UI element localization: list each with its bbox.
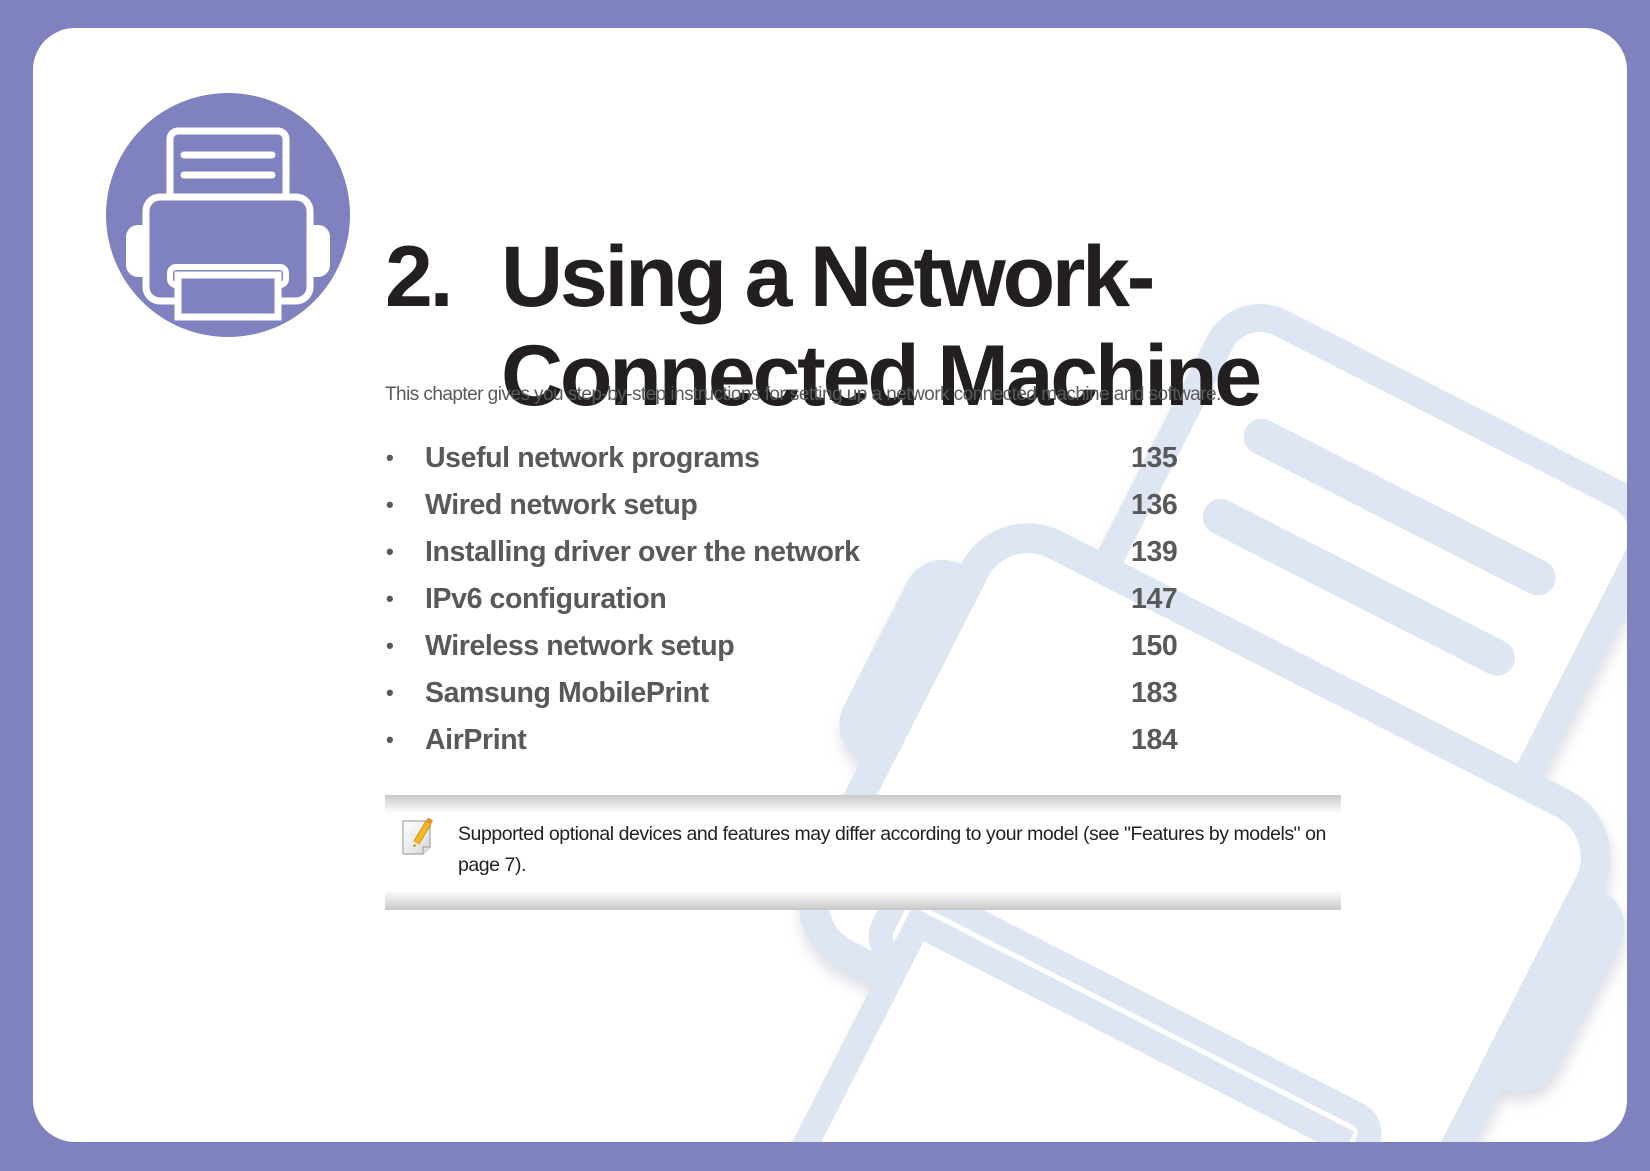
toc-item-page[interactable]: 147 <box>1131 583 1178 615</box>
chapter-title-line-2: Connected Machine <box>501 327 1262 424</box>
toc-item-page[interactable]: 150 <box>1131 630 1178 662</box>
toc-item-ipv6-configuration[interactable]: • IPv6 configuration 147 <box>385 581 1205 628</box>
toc-item-installing-driver[interactable]: • Installing driver over the network 139 <box>385 534 1205 581</box>
toc-item-label[interactable]: AirPrint <box>425 724 527 756</box>
toc-item-label[interactable]: Wired network setup <box>425 489 698 521</box>
chapter-description: This chapter gives you step-by-step inst… <box>385 384 1221 405</box>
toc-item-page[interactable]: 184 <box>1131 724 1178 756</box>
note-box: Supported optional devices and features … <box>385 795 1341 910</box>
note-top-border <box>385 795 1341 815</box>
toc-item-wired-network-setup[interactable]: • Wired network setup 136 <box>385 487 1205 534</box>
note-bottom-border <box>385 890 1341 910</box>
chapter-printer-icon <box>106 93 350 337</box>
toc-item-label[interactable]: Useful network programs <box>425 442 760 474</box>
bullet-icon: • <box>386 680 394 705</box>
note-text: Supported optional devices and features … <box>458 823 1326 876</box>
bullet-icon: • <box>386 492 394 517</box>
toc-item-label[interactable]: Wireless network setup <box>425 630 735 662</box>
note-pencil-icon <box>402 817 433 855</box>
toc-item-page[interactable]: 136 <box>1131 489 1178 521</box>
table-of-contents: • Useful network programs 135 • Wired ne… <box>385 440 1205 769</box>
toc-item-page[interactable]: 135 <box>1131 442 1178 474</box>
toc-item-page[interactable]: 139 <box>1131 536 1178 568</box>
toc-item-airprint[interactable]: • AirPrint 184 <box>385 722 1205 769</box>
bullet-icon: • <box>386 586 394 611</box>
chapter-number: 2. <box>385 228 454 325</box>
toc-item-page[interactable]: 183 <box>1131 677 1178 709</box>
bullet-icon: • <box>386 633 394 658</box>
bullet-icon: • <box>386 727 394 752</box>
chapter-title-line-1: Using a Network- <box>501 228 1155 325</box>
toc-item-useful-network-programs[interactable]: • Useful network programs 135 <box>385 440 1205 487</box>
bullet-icon: • <box>386 445 394 470</box>
toc-item-samsung-mobileprint[interactable]: • Samsung MobilePrint 183 <box>385 675 1205 722</box>
toc-item-label[interactable]: Installing driver over the network <box>425 536 860 568</box>
bullet-icon: • <box>386 539 394 564</box>
toc-item-wireless-network-setup[interactable]: • Wireless network setup 150 <box>385 628 1205 675</box>
toc-item-label[interactable]: IPv6 configuration <box>425 583 667 615</box>
toc-item-label[interactable]: Samsung MobilePrint <box>425 677 709 709</box>
